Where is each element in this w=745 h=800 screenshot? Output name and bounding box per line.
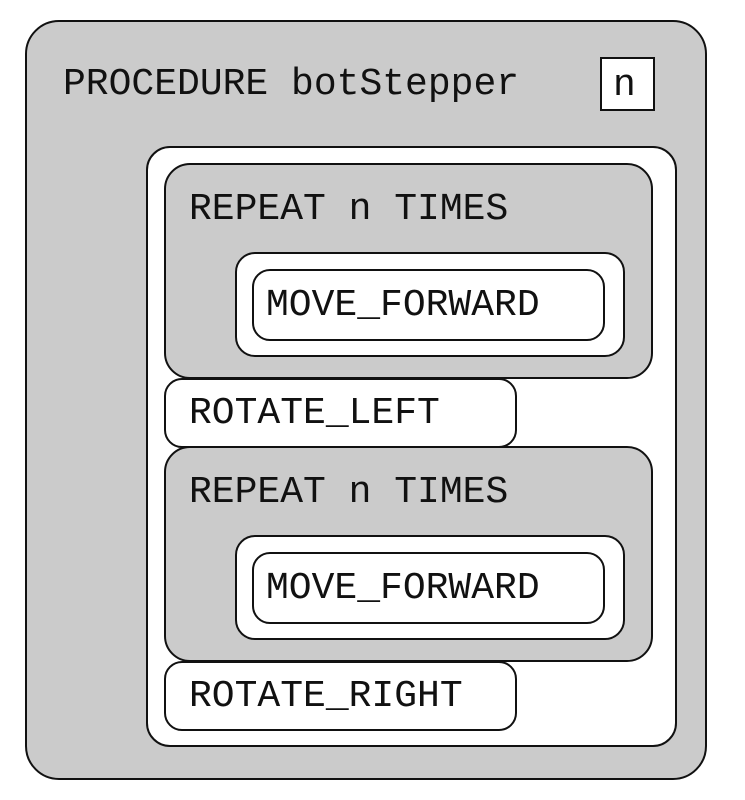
rotate-left-label: ROTATE_LEFT <box>189 392 440 435</box>
move-forward-block <box>252 552 605 624</box>
parameter-box <box>600 57 655 111</box>
parameter-label: n <box>613 64 636 107</box>
move-forward-block <box>252 269 605 341</box>
rotate-right-label: ROTATE_RIGHT <box>189 675 463 718</box>
procedure-title: PROCEDURE botStepper <box>63 63 520 106</box>
rotate-right-block <box>164 661 517 731</box>
move-forward-label: MOVE_FORWARD <box>266 567 540 610</box>
repeat-label: REPEAT n TIMES <box>189 471 509 514</box>
repeat-label: REPEAT n TIMES <box>189 188 509 231</box>
move-forward-label: MOVE_FORWARD <box>266 284 540 327</box>
rotate-left-block <box>164 378 517 448</box>
